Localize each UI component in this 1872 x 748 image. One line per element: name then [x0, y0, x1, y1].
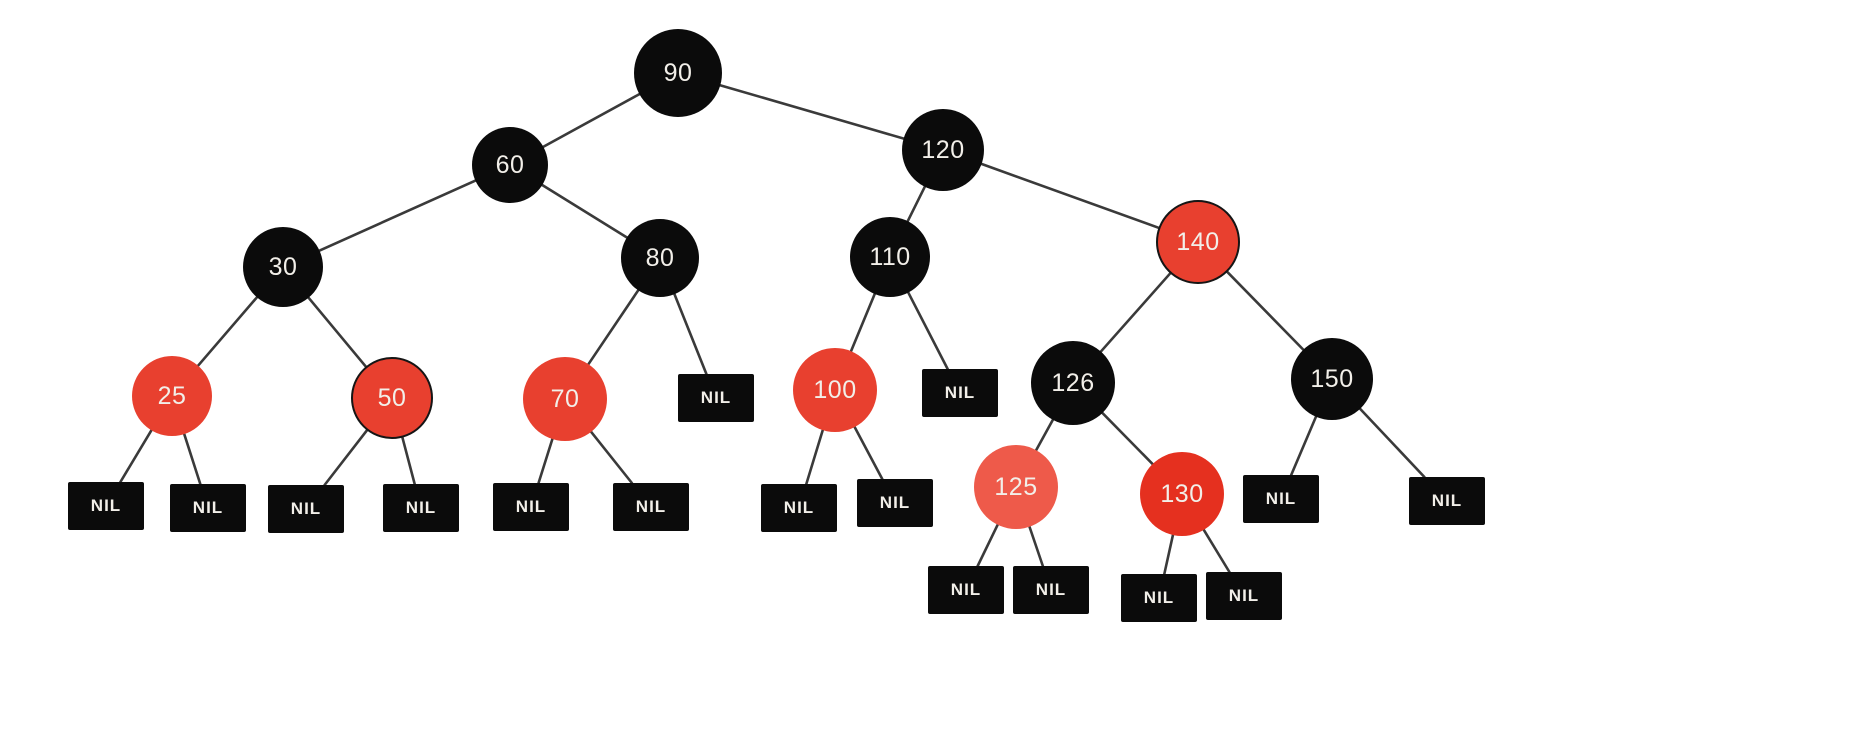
tree-nil-leaf[interactable]: NIL	[1121, 574, 1197, 622]
tree-nil-leaf[interactable]: NIL	[170, 484, 246, 532]
tree-node-30[interactable]: 30	[243, 227, 323, 307]
tree-nil-leaf[interactable]: NIL	[857, 479, 933, 527]
tree-edge	[805, 426, 825, 486]
tree-node-50[interactable]: 50	[351, 357, 433, 439]
tree-nil-leaf[interactable]: NIL	[1243, 475, 1319, 523]
tree-node-label: 50	[377, 383, 407, 412]
tree-nil-leaf[interactable]: NIL	[383, 484, 459, 532]
tree-edge	[717, 83, 907, 141]
tree-nil-label: NIL	[1228, 585, 1260, 605]
tree-nil-label: NIL	[1265, 488, 1297, 508]
tree-nil-label: NIL	[515, 496, 547, 516]
tree-edge	[586, 287, 641, 368]
tree-edge	[316, 178, 479, 253]
tree-edge	[848, 290, 877, 355]
tree-edge	[852, 424, 884, 481]
tree-edge	[182, 430, 202, 486]
tree-nil-label: NIL	[192, 497, 224, 517]
tree-nil-leaf[interactable]: NIL	[493, 483, 569, 531]
tree-nil-leaf[interactable]: NIL	[1206, 572, 1282, 620]
tree-nil-label: NIL	[405, 497, 437, 517]
tree-node-label: 25	[157, 381, 187, 410]
tree-nil-label: NIL	[90, 495, 122, 515]
tree-edge	[195, 294, 260, 369]
tree-edge	[540, 91, 643, 150]
tree-node-label: 90	[663, 58, 693, 87]
tree-nil-label: NIL	[944, 382, 976, 402]
tree-node-125[interactable]: 125	[974, 445, 1058, 529]
tree-edge	[1027, 523, 1045, 568]
tree-node-140[interactable]: 140	[1156, 200, 1240, 284]
tree-nil-leaf[interactable]: NIL	[761, 484, 837, 532]
tree-nil-leaf[interactable]: NIL	[68, 482, 144, 530]
tree-node-label: 70	[550, 384, 580, 413]
tree-edge	[906, 289, 949, 371]
tree-edge	[1224, 269, 1307, 353]
tree-node-label: 125	[994, 472, 1038, 501]
tree-edge	[400, 434, 416, 486]
tree-nil-leaf[interactable]: NIL	[613, 483, 689, 531]
tree-node-label: 150	[1310, 364, 1354, 393]
tree-edge	[976, 521, 1000, 568]
tree-node-150[interactable]: 150	[1291, 338, 1373, 420]
tree-edge	[588, 428, 634, 485]
tree-nil-leaf[interactable]: NIL	[268, 485, 344, 533]
tree-edge	[1163, 531, 1175, 576]
tree-node-90[interactable]: 90	[634, 29, 722, 117]
tree-nil-label: NIL	[290, 498, 322, 518]
tree-node-label: 130	[1160, 479, 1204, 508]
tree-edge	[539, 182, 630, 240]
tree-edge	[672, 291, 708, 376]
tree-edge	[1033, 416, 1056, 454]
tree-node-130[interactable]: 130	[1140, 452, 1224, 536]
tree-edge	[1357, 406, 1426, 479]
tree-nil-label: NIL	[783, 497, 815, 517]
tree-node-110[interactable]: 110	[850, 217, 930, 297]
tree-edge	[905, 183, 927, 225]
tree-nil-label: NIL	[1143, 587, 1175, 607]
tree-node-60[interactable]: 60	[472, 127, 548, 203]
tree-edge	[978, 161, 1162, 230]
tree-edge	[1098, 270, 1173, 355]
tree-node-label: 100	[813, 375, 857, 404]
tree-nil-label: NIL	[1035, 579, 1067, 599]
tree-nil-label: NIL	[950, 579, 982, 599]
tree-nil-leaf[interactable]: NIL	[922, 369, 998, 417]
tree-nil-label: NIL	[700, 387, 732, 407]
tree-node-label: 60	[495, 150, 525, 179]
tree-nil-leaf[interactable]: NIL	[678, 374, 754, 422]
tree-edge	[1289, 413, 1319, 477]
tree-node-label: 80	[645, 243, 675, 272]
tree-nil-label: NIL	[635, 496, 667, 516]
tree-nil-leaf[interactable]: NIL	[928, 566, 1004, 614]
tree-edge	[323, 427, 370, 487]
tree-node-label: 140	[1176, 227, 1220, 256]
tree-edge	[537, 435, 555, 485]
tree-edge	[1201, 526, 1231, 574]
tree-nil-leaf[interactable]: NIL	[1409, 477, 1485, 525]
tree-node-25[interactable]: 25	[132, 356, 212, 436]
tree-nil-leaf[interactable]: NIL	[1013, 566, 1089, 614]
tree-node-80[interactable]: 80	[621, 219, 699, 297]
tree-edge	[119, 427, 154, 484]
tree-nil-label: NIL	[1431, 490, 1463, 510]
tree-node-label: 30	[268, 252, 298, 281]
tree-nil-label: NIL	[879, 492, 911, 512]
tree-edge	[306, 294, 369, 370]
tree-node-100[interactable]: 100	[793, 348, 877, 432]
tree-node-120[interactable]: 120	[902, 109, 984, 191]
tree-node-label: 120	[921, 135, 965, 164]
tree-node-label: 110	[869, 242, 911, 271]
tree-node-126[interactable]: 126	[1031, 341, 1115, 425]
tree-edge	[1099, 410, 1156, 467]
tree-node-70[interactable]: 70	[523, 357, 607, 441]
tree-node-label: 126	[1051, 368, 1095, 397]
